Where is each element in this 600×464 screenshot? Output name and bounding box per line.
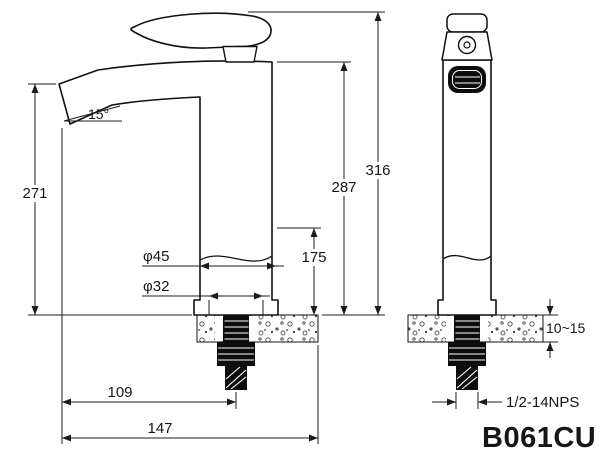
total-height-label: 316 [365, 162, 390, 179]
dim-spout-angle: 15° [63, 105, 122, 122]
dim-mounting-thickness: 10~15 [543, 299, 586, 358]
dim-total-height: 316 [248, 11, 396, 316]
thread-lines-side [218, 320, 254, 390]
faucet-body-front [437, 59, 497, 316]
dim-spout-height: 271 [17, 83, 192, 316]
dim-lower-height: 175 [277, 227, 332, 315]
aerator [448, 66, 486, 93]
aerator-ring [452, 70, 482, 89]
handle-screw-outer [457, 35, 477, 55]
dim-spout-reach: 109 [61, 128, 237, 444]
thread-lines-front [449, 320, 485, 390]
mounting-thickness-label: 10~15 [546, 320, 586, 336]
dim-body-height: 287 [277, 61, 362, 315]
faucet-body-side [58, 60, 279, 316]
spout-reach-label: 109 [107, 384, 132, 401]
handle-screw-inner [463, 41, 471, 49]
front-view [407, 13, 544, 390]
overall-reach-label: 147 [147, 420, 172, 437]
shank-through-counter [223, 315, 249, 342]
lower-height-label: 175 [301, 249, 326, 266]
model-number: B061CU [482, 422, 596, 454]
dim-thread-spec: 1/2-14NPS [432, 392, 579, 411]
dimensions: 15° 271 316 287 [17, 11, 586, 444]
dim-overall-reach: 147 [62, 345, 319, 444]
body-design-curve-front [442, 254, 492, 261]
spout-angle-label: 15° [88, 106, 109, 122]
body-design-curve-side [199, 255, 273, 262]
dim-shank-diameter: φ32 [142, 278, 270, 300]
handle-neck-side [222, 45, 258, 63]
handle-tip-front [446, 13, 488, 33]
shank-through-counter-front [454, 315, 480, 342]
body-diameter-label: φ45 [143, 248, 169, 265]
side-view [58, 12, 319, 390]
shank-diameter-label: φ32 [143, 278, 169, 295]
spout-height-label: 271 [22, 185, 47, 202]
body-height-label: 287 [331, 179, 356, 196]
thread-spec-label: 1/2-14NPS [506, 394, 579, 411]
handle-lever-side [130, 12, 272, 49]
dim-body-diameter: φ45 [142, 248, 284, 270]
